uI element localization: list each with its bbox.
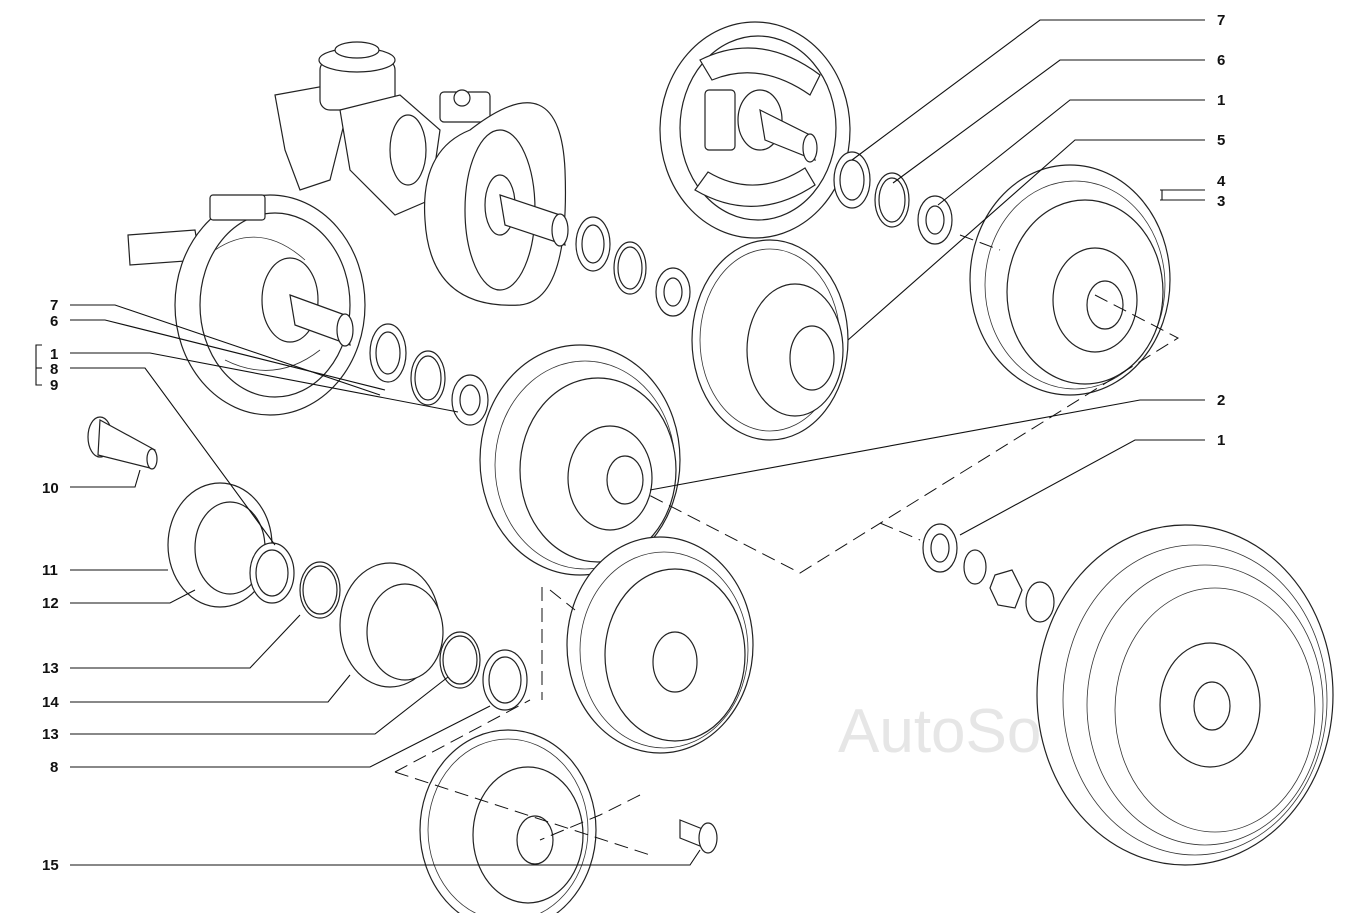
seal-7-left <box>369 323 407 383</box>
callout-6-left: 6 <box>50 313 58 330</box>
callout-14: 14 <box>42 694 59 711</box>
steering-knuckle <box>274 41 491 216</box>
center-lines <box>394 234 1180 856</box>
bearing-1-right <box>922 523 958 573</box>
ring-6-left <box>410 350 446 406</box>
callout-13-lower: 13 <box>42 726 59 743</box>
hub-nut-right <box>1025 581 1055 623</box>
callout-3-right: 3 <box>1217 193 1225 210</box>
callout-1-right: 1 <box>1217 92 1225 109</box>
brake-disc-bottom <box>419 729 597 918</box>
hub-14 <box>339 562 444 688</box>
callout-7-left: 7 <box>50 297 58 314</box>
callout-5-right: 5 <box>1217 132 1225 149</box>
callout-11: 11 <box>42 562 58 579</box>
bearing-cup-8-lower-b <box>482 649 528 711</box>
bearing-1-left <box>451 374 489 426</box>
brake-disc <box>691 239 849 441</box>
bearing-cup-8-lower-a <box>249 542 295 604</box>
ring-6-top <box>874 172 910 228</box>
bearing-1-top <box>917 195 953 245</box>
callout-8-lower: 8 <box>50 759 58 776</box>
seal-7-mid <box>575 216 611 272</box>
callout-4-right: 4 <box>1217 173 1226 190</box>
callout-labels: 7 6 1 5 4 3 2 1 7 6 1 8 9 10 11 12 13 14… <box>42 12 1226 874</box>
callout-6-right: 6 <box>1217 52 1225 69</box>
road-wheel <box>1036 524 1334 866</box>
snap-ring-13-upper <box>299 561 341 619</box>
callout-15: 15 <box>42 857 59 874</box>
watermark: AutoSoft <box>838 697 1076 766</box>
washer-right <box>963 549 987 585</box>
brake-drum-lower <box>566 536 754 754</box>
hub-flange <box>167 482 273 608</box>
snap-ring-13-lower <box>439 631 481 689</box>
splash-shield <box>423 102 569 306</box>
leader-lines <box>35 19 1205 866</box>
brake-backing-plate <box>659 21 851 239</box>
callout-8-left: 8 <box>50 361 58 378</box>
callout-12: 12 <box>42 595 59 612</box>
callout-1-right-lower: 1 <box>1217 432 1225 449</box>
callout-2-right: 2 <box>1217 392 1225 409</box>
callout-7-right: 7 <box>1217 12 1225 29</box>
bearing-1-mid <box>655 267 691 317</box>
countersunk-screw <box>679 819 718 854</box>
rear-axle-brake-assembly <box>127 194 366 416</box>
ring-6-mid <box>613 241 647 295</box>
wheel-stud <box>87 416 158 470</box>
brake-drum-center <box>479 344 681 576</box>
callout-1-left: 1 <box>50 346 58 363</box>
seal-7-top <box>833 151 871 209</box>
callout-9-left: 9 <box>50 377 58 394</box>
callout-10: 10 <box>42 480 59 497</box>
lock-washer-right <box>989 569 1023 609</box>
brake-drum-right <box>969 164 1171 396</box>
callout-13: 13 <box>42 660 59 677</box>
